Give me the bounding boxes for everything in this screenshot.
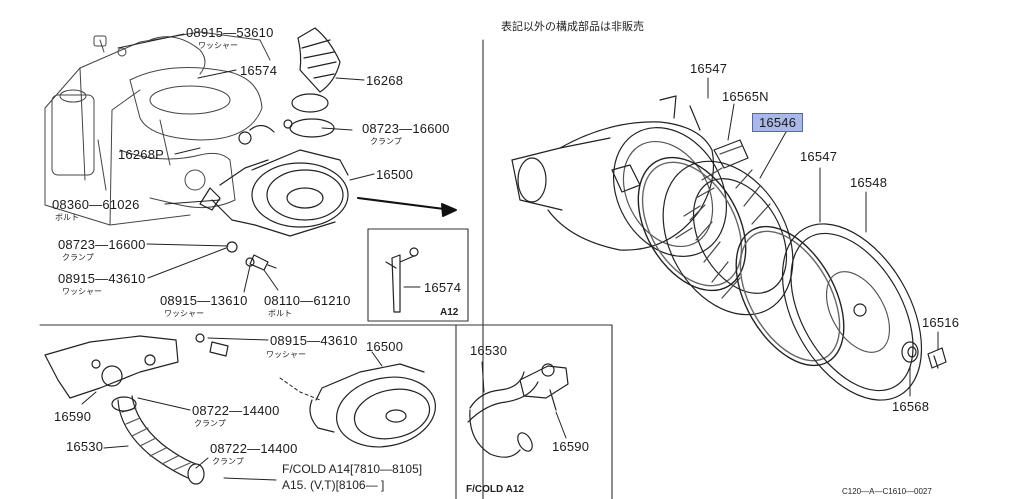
callout-08915-53610[interactable]: 08915—53610: [186, 25, 274, 40]
variant-note-a15: A15. (V,T)[8106— ]: [282, 478, 385, 492]
variant-note-a12: F/COLD A12: [466, 484, 524, 495]
callout-16268p[interactable]: 16268P: [118, 147, 165, 162]
hose-16530-mid: [467, 371, 539, 458]
panel-dividers: [39, 39, 613, 499]
callout-16516[interactable]: 16516: [922, 315, 960, 330]
callout-08360-61026[interactable]: 08360—61026: [52, 197, 140, 212]
bracket-16590-left: [44, 335, 179, 399]
callout-16590-left[interactable]: 16590: [54, 409, 92, 424]
callout-16500-low[interactable]: 16500: [366, 339, 404, 354]
callout-16547-a[interactable]: 16547: [690, 61, 728, 76]
arrow-to-exploded: [357, 197, 457, 217]
air-cleaner-top: [199, 149, 349, 237]
wingnut-16516: [927, 347, 947, 369]
hose-16530-left: [111, 395, 205, 485]
gasket-16547-a: [637, 156, 747, 292]
callout-08915-43610-mid-desc: ワッシャー: [62, 287, 102, 296]
housing-16547: [511, 95, 728, 257]
diagram-reference-code: C120—A—C1610—0027: [842, 487, 932, 496]
valve-16590-mid: [519, 363, 569, 411]
callout-08360-61026-desc: ボルト: [55, 213, 79, 222]
inlet-part-16565n: [713, 139, 749, 169]
callout-08723-16600-top-desc: クランプ: [370, 137, 402, 146]
callout-16568[interactable]: 16568: [892, 399, 930, 414]
inset-variant-label: A12: [440, 307, 459, 318]
bolt-lower: [195, 333, 229, 357]
callout-08723-16600-mid-desc: クランプ: [62, 253, 94, 262]
callout-16530-left[interactable]: 16530: [66, 439, 104, 454]
grommet-16568: [901, 341, 919, 363]
callout-08915-43610-low-desc: ワッシャー: [266, 350, 306, 359]
engine-bay-sketch: [44, 31, 271, 226]
bolts-washers-mid: [226, 241, 277, 271]
gasket-16547-b: [735, 225, 845, 367]
callout-08722-14400-a[interactable]: 08722—14400: [192, 403, 280, 418]
header-note: 表記以外の構成部品は非販売: [501, 21, 644, 33]
callout-08915-13610-desc: ワッシャー: [164, 309, 204, 318]
callout-08915-53610-desc: ワッシャー: [198, 41, 238, 50]
callout-08110-61210[interactable]: 08110—61210: [264, 293, 351, 308]
callout-16500-top[interactable]: 16500: [376, 167, 414, 182]
callout-08915-13610[interactable]: 08915—13610: [160, 293, 248, 308]
callout-16548[interactable]: 16548: [850, 175, 888, 190]
callout-08723-16600-top[interactable]: 08723—16600: [362, 121, 450, 136]
callout-08722-14400-b-desc: クランプ: [212, 457, 244, 466]
snorkel-hose-16268: [238, 27, 341, 145]
callout-08110-61210-desc: ボルト: [268, 309, 292, 318]
cover-16548: [781, 223, 923, 401]
callout-08915-43610-mid[interactable]: 08915—43610: [58, 271, 146, 286]
callout-08722-14400-b[interactable]: 08722—14400: [210, 441, 298, 456]
air-cleaner-low: [309, 363, 437, 448]
variant-note-a14: F/COLD A14[7810—8105]: [282, 462, 423, 476]
callout-08722-14400-a-desc: クランプ: [194, 419, 226, 428]
inset-bracket-16574: [385, 247, 419, 313]
callout-16546-highlighted[interactable]: 16546: [752, 113, 804, 132]
leader-lines: [81, 33, 939, 481]
callout-16547-b[interactable]: 16547: [800, 149, 838, 164]
callout-16268[interactable]: 16268: [366, 73, 404, 88]
callout-16565n[interactable]: 16565N: [722, 89, 769, 104]
callout-08915-43610-low[interactable]: 08915—43610: [270, 333, 358, 348]
filter-element-16546: [662, 160, 794, 316]
callout-08723-16600-mid[interactable]: 08723—16600: [58, 237, 146, 252]
callout-16574-inset[interactable]: 16574: [424, 280, 462, 295]
callout-16530-mid[interactable]: 16530: [470, 343, 508, 358]
callout-16590-mid[interactable]: 16590: [552, 439, 590, 454]
callout-16574-top[interactable]: 16574: [240, 63, 278, 78]
